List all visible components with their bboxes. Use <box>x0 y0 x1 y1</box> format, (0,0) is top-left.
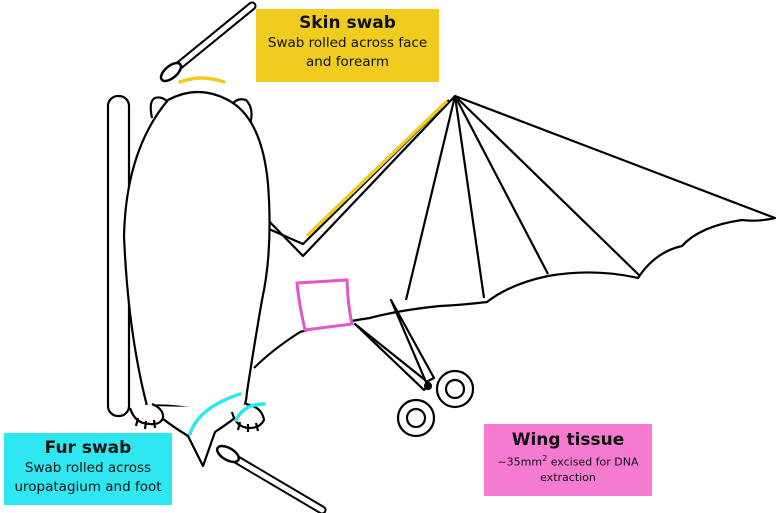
wing-tissue-sample <box>297 280 352 330</box>
wing-tissue-desc-line2: extraction <box>484 470 652 485</box>
fur-swab-title: Fur swab <box>4 438 172 459</box>
wing-tissue-title: Wing tissue <box>484 429 652 451</box>
wing-tissue-desc-line1: ~35mm2 excised for DNA <box>484 451 652 470</box>
skin-swab-desc-line2: and forearm <box>256 53 439 72</box>
fur-swab-desc-line2: uropatagium and foot <box>4 478 172 497</box>
scissors-icon <box>355 300 473 436</box>
fur-swab-desc-line1: Swab rolled across <box>4 459 172 478</box>
skin-swab-label: Skin swab Swab rolled across face and fo… <box>256 9 439 82</box>
skin-cotton-swab-icon <box>158 6 252 84</box>
wing-tissue-desc-rest: excised for DNA <box>547 456 638 469</box>
wing-tissue-label: Wing tissue ~35mm2 excised for DNA extra… <box>484 424 652 496</box>
fur-cotton-swab-icon <box>215 443 322 510</box>
skin-swab-title: Skin swab <box>256 12 439 34</box>
bat-body <box>124 92 270 466</box>
skin-swab-desc-line1: Swab rolled across face <box>256 34 439 53</box>
wing-tissue-area: ~35mm <box>497 456 542 469</box>
face-skin-swab-highlight <box>180 78 224 82</box>
fur-swab-label: Fur swab Swab rolled across uropatagium … <box>4 433 172 505</box>
